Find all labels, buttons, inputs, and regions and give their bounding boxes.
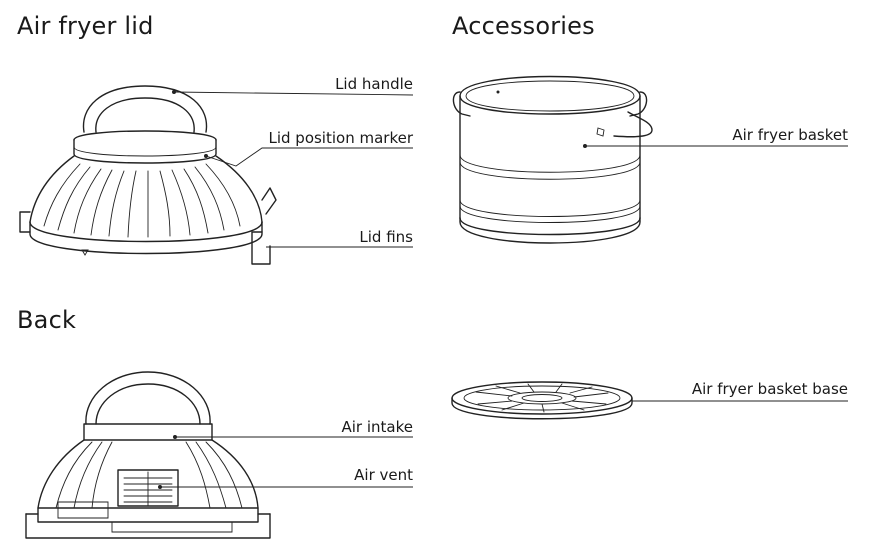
lid-leaders <box>172 90 414 248</box>
label-air-vent: Air vent <box>354 466 413 484</box>
label-air-fryer-basket-base: Air fryer basket base <box>691 380 848 398</box>
basket-leader <box>583 144 848 148</box>
label-air-intake: Air intake <box>341 418 414 436</box>
label-lid-handle: Lid handle <box>335 75 413 93</box>
air-fryer-lid-illustration <box>19 85 277 265</box>
label-lid-position-marker: Lid position marker <box>268 129 413 147</box>
air-fryer-basket-illustration <box>452 75 653 244</box>
label-air-fryer-basket: Air fryer basket <box>732 126 848 144</box>
air-fryer-basket-base-illustration <box>451 381 633 420</box>
back-illustration <box>25 371 271 539</box>
label-lid-fins: Lid fins <box>359 228 413 246</box>
back-leaders <box>158 435 413 489</box>
heading-back: Back <box>17 306 77 334</box>
heading-air-fryer-lid: Air fryer lid <box>17 12 154 40</box>
heading-accessories: Accessories <box>452 12 595 40</box>
